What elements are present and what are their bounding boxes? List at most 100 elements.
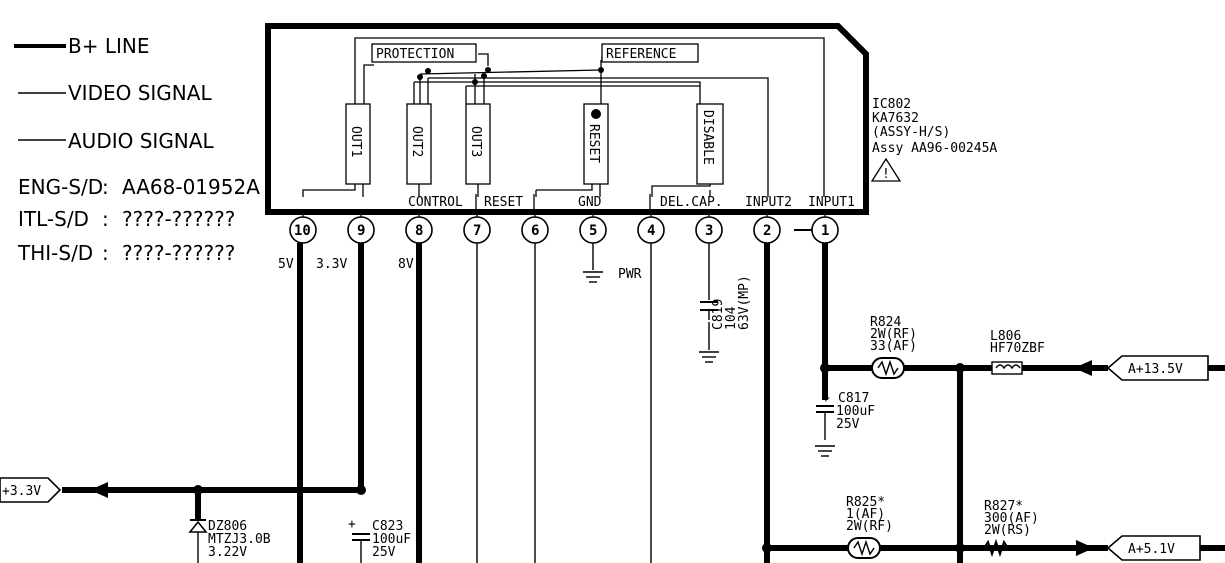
pin-1: 1	[821, 223, 829, 239]
r824-line2: 33(AF)	[870, 339, 917, 354]
c817-rating: 25V	[836, 417, 860, 432]
out1-label: OUT1	[348, 126, 363, 157]
pin-label-input1: INPUT1	[808, 195, 855, 210]
voltage-pin8: 8V	[398, 257, 414, 272]
pin-8: 8	[415, 223, 423, 239]
svg-text:+: +	[348, 517, 356, 532]
r824-resistor: R824 2W(RF) 33(AF)	[870, 315, 917, 379]
arrow-icons	[90, 360, 1094, 556]
voltage-pin10: 5V	[278, 257, 294, 272]
dz806-value: MTZJ3.0B	[208, 532, 271, 547]
part-thi-name: THI-S/D	[17, 241, 93, 265]
connector-3-3v: +3.3V	[0, 477, 62, 503]
dz806-ref: DZ806	[208, 519, 247, 534]
disable-block	[696, 103, 724, 185]
pins: 10 9 8 7 6 5 4 3 2 1	[289, 212, 839, 244]
internal-wiring	[302, 37, 825, 197]
svg-text::: :	[102, 207, 109, 231]
out1-block	[345, 103, 371, 185]
reference-block	[601, 43, 699, 63]
c817-ref: C817	[838, 391, 869, 406]
pin-label-reset: RESET	[484, 195, 523, 210]
r825-line1: 1(AF)	[846, 507, 885, 522]
svg-text::: :	[102, 241, 109, 265]
part-thi-code: ????-??????	[122, 241, 235, 265]
pin-label-gnd: GND	[578, 195, 602, 210]
r824-ref: R824	[870, 315, 901, 330]
protection-block	[371, 43, 477, 63]
connector-a13-5v-label: A+13.5V	[1128, 362, 1183, 377]
part-eng-code: AA68-01952A	[122, 175, 260, 199]
ic-pin-labels: CONTROL RESET GND DEL.CAP. INPUT2 INPUT1	[408, 194, 855, 210]
part-itl-code: ????-??????	[122, 207, 235, 231]
voltage-pin4: PWR	[618, 267, 642, 282]
ground-icon	[583, 271, 835, 457]
c823-value: 100uF	[372, 532, 411, 547]
ic-assy: Assy AA96-00245A	[872, 141, 997, 156]
c819-rating: 63V(MP)	[737, 275, 752, 330]
c817-capacitor: + C817 100uF 25V	[816, 391, 875, 440]
pin-9: 9	[357, 223, 365, 239]
legend-b-line: B+ LINE	[68, 34, 149, 58]
disable-label: DISABLE	[700, 110, 715, 165]
l806-value: HF70ZBF	[990, 341, 1045, 356]
protection-label: PROTECTION	[376, 47, 454, 62]
c823-capacitor: + C823 100uF 25V	[348, 517, 411, 563]
ic-sub: (ASSY-H/S)	[872, 125, 950, 140]
connector-a13-5v: A+13.5V	[1106, 355, 1225, 381]
c817-value: 100uF	[836, 404, 875, 419]
c819-ref: C819	[711, 299, 726, 330]
warning-icon	[870, 157, 902, 182]
r827-resistor: R827* 300(AF) 2W(RS)	[983, 499, 1039, 558]
ic-blocks: PROTECTION REFERENCE OUT1 OUT2 OUT3 RESE…	[345, 43, 724, 185]
r827-ref: R827*	[984, 499, 1023, 514]
signal-lines	[476, 243, 710, 563]
pin-4: 4	[647, 223, 655, 239]
svg-text:+: +	[822, 391, 830, 406]
l806-inductor: L806 HF70ZBF	[990, 329, 1045, 375]
pin-5: 5	[589, 223, 597, 239]
legend: B+ LINE VIDEO SIGNAL AUDIO SIGNAL ENG-S/…	[14, 34, 260, 265]
connector-a5-1v: A+5.1V	[1106, 535, 1225, 561]
pin-label-control: CONTROL	[408, 195, 463, 210]
r825-line2: 2W(RF)	[846, 519, 893, 534]
connector-3-3v-label: +3.3V	[2, 484, 41, 499]
pin-2: 2	[763, 223, 771, 239]
c823-ref: C823	[372, 519, 403, 534]
out2-block	[406, 103, 432, 185]
ic802-body	[265, 23, 869, 215]
pin-10: 10	[294, 223, 311, 239]
r827-line2: 2W(RS)	[984, 523, 1031, 538]
legend-audio-signal: AUDIO SIGNAL	[68, 129, 214, 153]
r825-resistor: R825* 1(AF) 2W(RF)	[846, 495, 893, 559]
c823-rating: 25V	[372, 545, 396, 560]
pin-6: 6	[531, 223, 539, 239]
pin-3: 3	[705, 223, 713, 239]
r827-line1: 300(AF)	[984, 511, 1039, 526]
out3-block	[465, 103, 491, 185]
junction-dots	[417, 67, 604, 85]
ic-part: KA7632	[872, 111, 919, 126]
dz806-zener: DZ806 MTZJ3.0B 3.22V	[188, 519, 271, 563]
dz806-voltage: 3.22V	[208, 545, 247, 560]
r824-line1: 2W(RF)	[870, 327, 917, 342]
part-itl-name: ITL-S/D	[18, 207, 89, 231]
reference-label: REFERENCE	[606, 47, 676, 62]
c819-value: 104	[724, 306, 739, 330]
legend-video-signal: VIDEO SIGNAL	[68, 81, 212, 105]
r825-ref: R825*	[846, 495, 885, 510]
reset-dot-icon	[591, 109, 601, 119]
out3-label: OUT3	[468, 126, 483, 157]
voltage-pin9: 3.3V	[316, 257, 347, 272]
ic-designation: IC802 KA7632 (ASSY-H/S) Assy AA96-00245A…	[870, 97, 997, 182]
l806-ref: L806	[990, 329, 1021, 344]
out2-label: OUT2	[409, 126, 424, 157]
svg-text::: :	[102, 175, 109, 199]
pin-label-del-cap: DEL.CAP.	[660, 195, 723, 210]
b-plus-lines	[62, 243, 1108, 563]
connector-a5-1v-label: A+5.1V	[1128, 542, 1175, 557]
ic-ref: IC802	[872, 97, 911, 112]
warning-mark: !	[882, 167, 890, 182]
